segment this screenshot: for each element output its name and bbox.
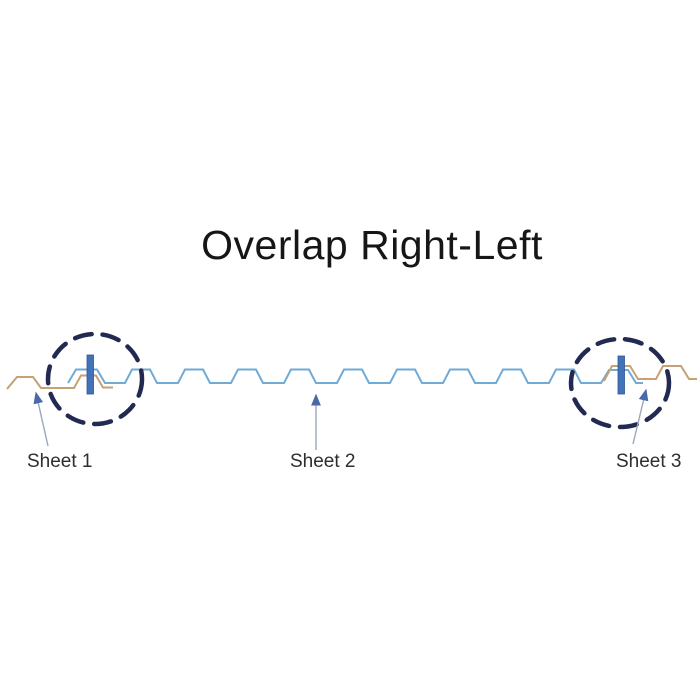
right-overlap-circle (568, 336, 672, 430)
sheet2-label: Sheet 2 (290, 451, 356, 472)
left-overlap-circle (45, 331, 145, 427)
sheet1-label: Sheet 1 (27, 451, 93, 472)
sheet2-profile-line (67, 368, 643, 384)
sheet3-callout-arrow (632, 388, 649, 445)
sheet1-callout-arrow (33, 391, 49, 447)
right-fastener-icon (617, 355, 625, 395)
sheet1-profile-line (6, 374, 113, 390)
left-fastener-icon (86, 354, 94, 395)
diagram-title: Overlap Right-Left (201, 222, 543, 268)
sheet3-label: Sheet 3 (616, 451, 682, 472)
